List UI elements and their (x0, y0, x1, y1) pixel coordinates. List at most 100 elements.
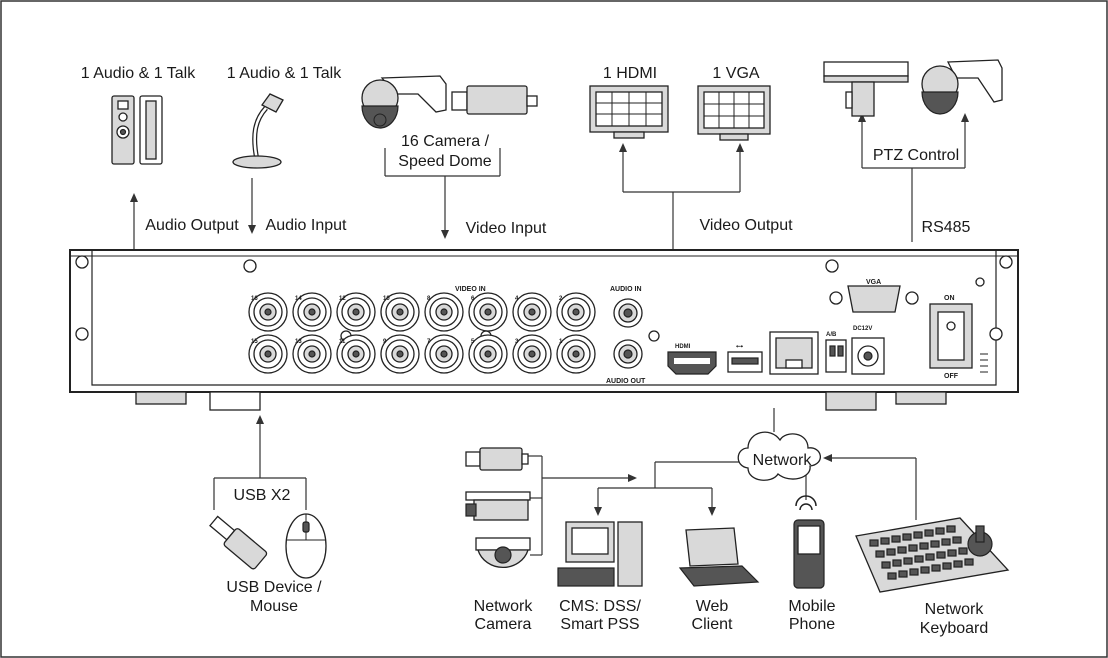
keyboard-key (919, 542, 929, 550)
keyboard-key (903, 557, 913, 565)
network-camera-icon (465, 447, 531, 569)
network-keyboard-label-line2: Keyboard (920, 620, 989, 637)
box-camera-icon (451, 85, 538, 115)
keyboard-key (953, 560, 963, 568)
keyboard-key (964, 558, 974, 566)
keyboard-key (952, 536, 962, 544)
network-camera-label-line1: Network (474, 598, 534, 615)
bnc-connector: 12 (336, 292, 376, 332)
power-switch: ON OFF (929, 295, 988, 380)
usb-port: ⭠⬩ (727, 344, 763, 373)
channel-number: 9 (383, 339, 387, 345)
channel-number: 3 (515, 339, 519, 345)
lan-port (769, 331, 819, 375)
camera-label-line1: 16 Camera / (401, 133, 490, 150)
bnc-connector: 16 (248, 292, 288, 332)
mobile-phone-icon (793, 495, 825, 589)
keyboard-key (925, 553, 935, 561)
channel-number: 5 (471, 339, 475, 345)
video-output-label: Video Output (699, 217, 793, 234)
keyboard-key (887, 572, 897, 580)
audio-output-label: Audio Output (145, 217, 239, 234)
vga-monitor-icon (697, 85, 771, 141)
keyboard-key (942, 562, 952, 570)
keyboard-key (920, 566, 930, 574)
bnc-connector: 14 (292, 292, 332, 332)
vga-port-label: VGA (866, 279, 881, 286)
keyboard-key (869, 539, 879, 547)
keyboard-key (946, 525, 956, 533)
network-keyboard-icon (855, 517, 1010, 593)
rs485-label: RS485 (922, 219, 971, 236)
bnc-connector: 6 (468, 292, 508, 332)
power-label: DC12V (853, 326, 872, 332)
usb-x2-label: USB X2 (234, 487, 291, 504)
hdmi-port-label: HDMI (675, 344, 691, 350)
bnc-connector: 2 (556, 292, 596, 332)
audio-out-label: AUDIO OUT (606, 378, 646, 385)
keyboard-key (958, 547, 968, 555)
cms-label-line1: CMS: DSS/ (559, 598, 641, 615)
bnc-connector: 4 (512, 292, 552, 332)
hdmi-port: HDMI (667, 344, 717, 375)
network-label: Network (753, 452, 813, 469)
camera-label-line2: Speed Dome (398, 153, 491, 170)
channel-number: 6 (471, 296, 475, 302)
channel-number: 14 (295, 296, 302, 302)
audio-in-connector (613, 298, 643, 328)
bnc-connector: 10 (380, 292, 420, 332)
keyboard-key (924, 529, 934, 537)
channel-number: 4 (515, 296, 519, 302)
pc-workstation-icon (557, 521, 643, 587)
cms-label-line2: Smart PSS (560, 616, 639, 633)
ab-label: A/B (826, 332, 837, 338)
web-client-label-line1: Web (696, 598, 729, 615)
connector-lines (130, 113, 969, 556)
channel-number: 10 (383, 296, 390, 302)
vga-port: VGA (829, 279, 919, 313)
network-keyboard-label-line1: Network (925, 601, 985, 618)
audio-out-connector (613, 339, 643, 369)
ptz-control-label: PTZ Control (873, 147, 959, 164)
keyboard-key (898, 570, 908, 578)
speaker-icon (111, 95, 163, 165)
keyboard-key (881, 561, 891, 569)
keyboard-key (914, 555, 924, 563)
video-input-label: Video Input (466, 220, 547, 237)
channel-number: 15 (251, 339, 258, 345)
web-client-label-line2: Client (692, 616, 733, 633)
bnc-connector: 1 (556, 334, 596, 374)
usb-flash-drive-icon (209, 515, 268, 570)
mouse-icon (285, 513, 327, 579)
keyboard-key (936, 551, 946, 559)
channel-number: 8 (427, 296, 431, 302)
audio-input-label: Audio Input (266, 217, 348, 234)
diagram-labels: 1 Audio & 1 Talk 1 Audio & 1 Talk 16 Cam… (81, 65, 988, 637)
channel-number: 7 (427, 339, 431, 345)
bnc-connector: 13 (292, 334, 332, 374)
laptop-icon (678, 527, 760, 587)
audio-in-label: AUDIO IN (610, 286, 642, 293)
on-label: ON (944, 295, 955, 302)
keyboard-key (875, 550, 885, 558)
channel-number: 16 (251, 296, 258, 302)
bnc-connector: 8 (424, 292, 464, 332)
mobile-phone-label-line1: Mobile (788, 598, 835, 615)
ptz-dome-camera-icon (921, 59, 1003, 115)
keyboard-key (897, 546, 907, 554)
keyboard-key (935, 527, 945, 535)
keyboard-key (941, 538, 951, 546)
ptz-camera-icon (823, 61, 909, 117)
hdmi-label: 1 HDMI (603, 65, 657, 82)
bnc-connector: 5 (468, 334, 508, 374)
keyboard-key (886, 548, 896, 556)
bnc-connector: 3 (512, 334, 552, 374)
keyboard-key (930, 540, 940, 548)
network-camera-label-line2: Camera (475, 616, 532, 633)
mobile-phone-label-line2: Phone (789, 616, 835, 633)
bnc-connector: 9 (380, 334, 420, 374)
